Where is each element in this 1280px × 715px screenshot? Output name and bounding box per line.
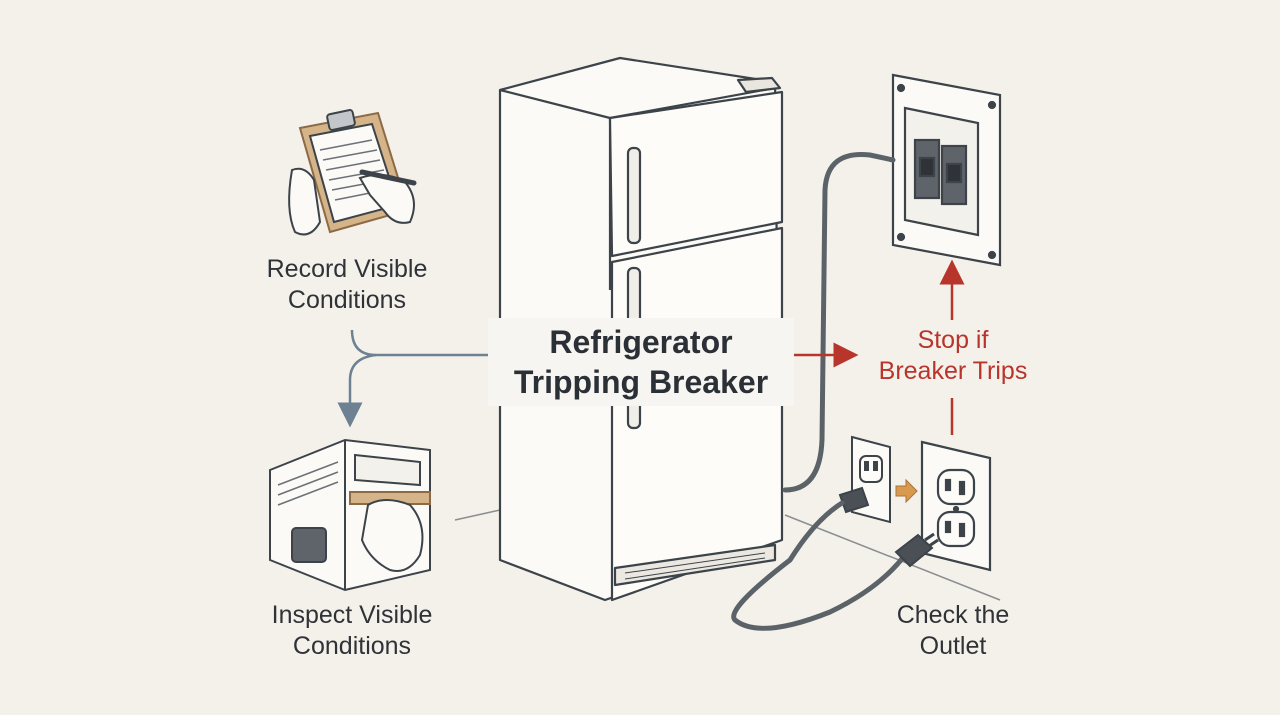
check-outlet-label: Check the Outlet [896, 601, 1010, 660]
floor-lines [454, 509, 1001, 601]
inspection-hand-icon [269, 438, 431, 592]
diagram-title: Refrigerator Tripping Breaker [488, 318, 794, 406]
inspect-conditions-label: Inspect Visible Conditions [271, 601, 433, 660]
clipboard-icon [288, 109, 417, 236]
power-cable [782, 151, 896, 493]
stop-warning-label: Stop if Breaker Trips [878, 326, 1028, 385]
plug-arrow [895, 478, 918, 504]
plug-icon [838, 486, 870, 514]
plug-icon-2 [894, 532, 939, 568]
record-conditions-label: Record Visible Conditions [266, 255, 428, 314]
breaker-panel-icon [891, 73, 1002, 267]
duplex-outlet-icon [920, 440, 992, 572]
connector-brace [350, 329, 492, 357]
power-cord [731, 500, 908, 631]
connector-arrow-down [337, 353, 377, 428]
